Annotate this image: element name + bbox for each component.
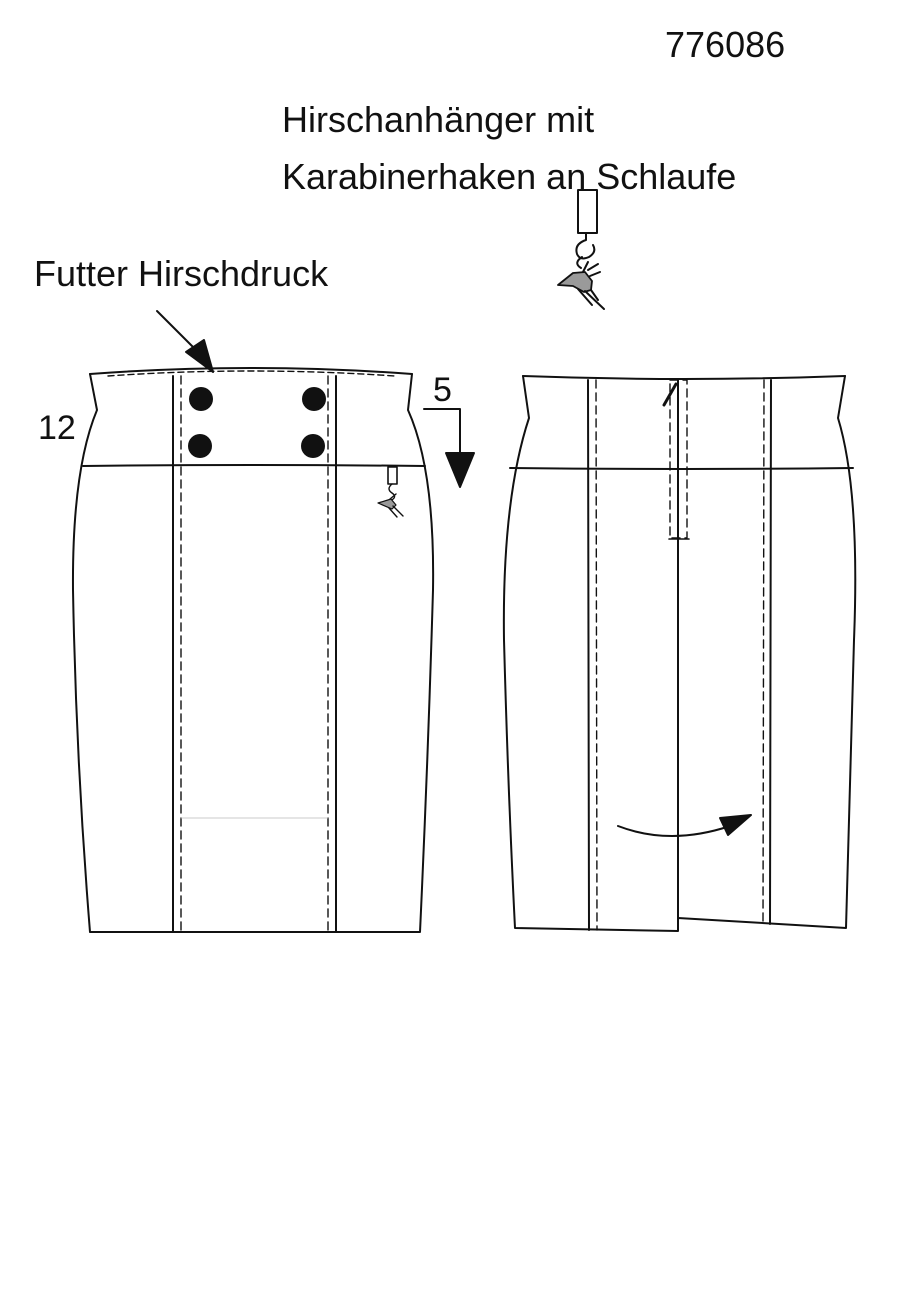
front-waist-top-edge	[89, 367, 413, 375]
front-outline	[71, 373, 435, 933]
front-waistband-seam	[82, 464, 426, 467]
back-zipper	[669, 379, 688, 539]
button-icon	[189, 387, 213, 411]
back-outline	[502, 375, 857, 932]
button-icon	[188, 434, 212, 458]
vent-direction-arrow	[617, 825, 731, 837]
zipper-pull-icon	[662, 382, 678, 407]
back-waist-top-edge	[522, 375, 846, 380]
front-buttons	[188, 387, 326, 458]
deer-icon	[557, 271, 593, 293]
skirt-back-view	[502, 375, 857, 932]
front-deer-pendant	[377, 466, 404, 518]
back-panel-seam-left	[587, 379, 590, 931]
vent-arrowhead-icon	[719, 814, 752, 836]
button-icon	[302, 387, 326, 411]
skirt-front-view	[71, 367, 435, 933]
waistband-height-label: 12	[38, 409, 76, 447]
front-waist-topstitch	[107, 370, 396, 377]
back-panel-stitch-right	[762, 379, 765, 925]
back-waistband-seam	[509, 467, 854, 470]
pendant-loop	[577, 189, 598, 234]
lining-pointer-arrow	[156, 310, 214, 373]
lining-annotation: Futter Hirschdruck	[34, 253, 329, 294]
back-panel-stitch-left	[595, 379, 598, 931]
deer-pendant-detail	[557, 189, 605, 310]
pendant-drop-arrow	[423, 408, 475, 488]
back-panel-seam-right	[769, 379, 772, 925]
button-icon	[301, 434, 325, 458]
article-number: 776086	[665, 24, 786, 65]
pendant-annotation-line1: Hirschanhänger mit	[282, 99, 595, 140]
pendant-annotation-line2: Karabinerhaken an Schlaufe	[282, 156, 737, 197]
pendant-drop-label: 5	[433, 371, 452, 409]
carabiner-hook-icon	[575, 232, 596, 269]
